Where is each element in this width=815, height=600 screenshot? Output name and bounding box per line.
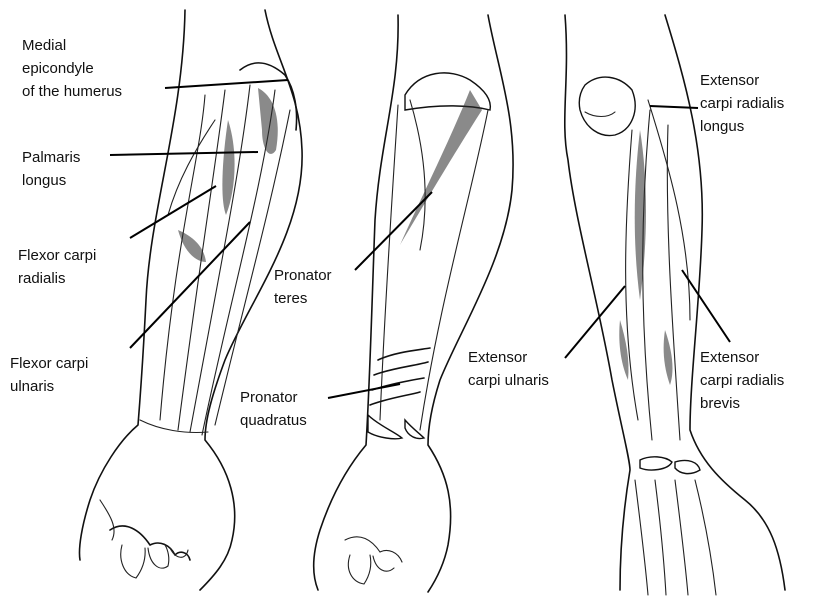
leader-palmaris-longus (110, 152, 258, 155)
leader-extensor-carpi-radialis-longus (650, 106, 698, 108)
label-medial-epicondyle: Medial epicondyle of the humerus (22, 37, 122, 100)
label-flexor-carpi-ulnaris: Flexor carpi ulnaris (10, 355, 93, 395)
middle-arm-drawing (314, 15, 513, 592)
label-palmaris-longus: Palmaris longus (22, 149, 85, 189)
label-pronator-quadratus: Pronator quadratus (240, 389, 307, 429)
leader-medial-epicondyle (165, 80, 288, 88)
leader-pronator-quadratus (328, 384, 400, 398)
leader-extensor-carpi-radialis-brevis (682, 270, 730, 342)
label-extensor-carpi-radialis-brevis: Extensor carpi radialis brevis (700, 349, 788, 412)
leader-flexor-carpi-radialis (130, 186, 216, 238)
label-flexor-carpi-radialis: Flexor carpi radialis (18, 247, 101, 287)
leader-pronator-teres (355, 192, 432, 270)
label-pronator-teres: Pronator teres (274, 267, 336, 307)
label-extensor-carpi-radialis-longus: Extensor carpi radialis longus (700, 72, 788, 135)
label-extensor-carpi-ulnaris: Extensor carpi ulnaris (468, 349, 549, 389)
